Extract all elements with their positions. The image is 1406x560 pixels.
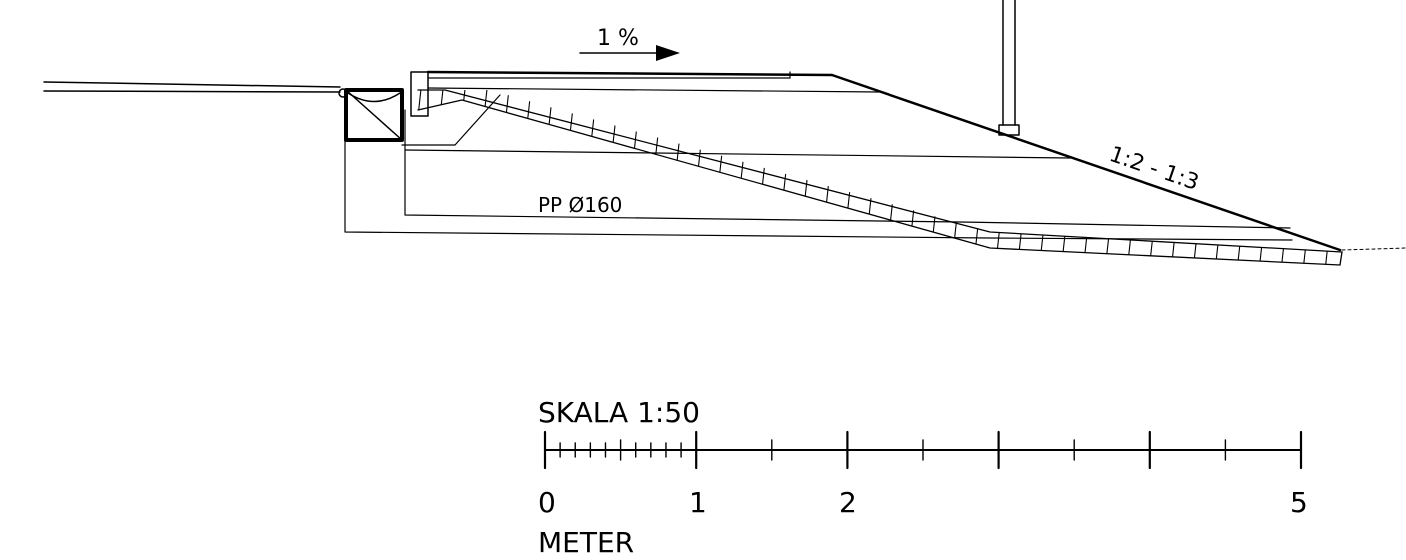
- road-surface: [426, 70, 881, 93]
- scale-tick-label-1: 1: [689, 486, 707, 519]
- existing-road-surface: [43, 81, 341, 93]
- hatch-stroke: [465, 90, 489, 265]
- hatch-stroke: [839, 90, 863, 265]
- lamp-post: [998, 0, 1020, 136]
- scale-unit: METER: [538, 526, 634, 559]
- hatch-stroke: [553, 90, 577, 265]
- existing-ground-line: [1341, 247, 1406, 251]
- hatch-stroke: [795, 90, 819, 265]
- scale-ticks: [543, 430, 1303, 470]
- hatch-stroke: [619, 90, 643, 265]
- hatch-stroke: [443, 90, 467, 265]
- hatch-stroke: [817, 90, 841, 265]
- pipe-label: PP Ø160: [538, 193, 622, 217]
- hatch-stroke: [993, 90, 1017, 265]
- hatch-stroke: [1081, 90, 1105, 265]
- hatch-stroke: [685, 90, 709, 265]
- slope-percent-label: 1 %: [597, 26, 639, 51]
- drainage-box: [338, 88, 404, 142]
- scale-tick-label-5: 5: [1290, 486, 1308, 519]
- hatch-stroke: [949, 90, 973, 265]
- hatch-stroke: [1059, 90, 1083, 265]
- hatch-stroke: [751, 90, 775, 265]
- hatch-stroke: [663, 90, 687, 265]
- hatch-stroke: [1257, 90, 1281, 265]
- hatch-stroke: [641, 90, 665, 265]
- hatch-stroke: [1213, 90, 1237, 265]
- scale-tick-label-2: 2: [839, 486, 857, 519]
- hatch-stroke: [531, 90, 555, 265]
- hatch-stroke: [905, 90, 929, 265]
- hatch-stroke: [421, 90, 445, 265]
- hatch-stroke: [597, 90, 621, 265]
- scale-tick-label-0: 0: [538, 486, 556, 519]
- hatch-stroke: [861, 90, 885, 265]
- scale-title: SKALA 1:50: [538, 396, 700, 429]
- hatch-stroke: [1103, 90, 1127, 265]
- embankment-slope-line: [830, 73, 1342, 252]
- scale-bar: SKALA 1:50 0 1 2 5 METER: [538, 396, 1308, 559]
- curb: [410, 71, 429, 117]
- embankment-slope-label: 1:2 - 1:3: [1106, 142, 1202, 196]
- hatch-stroke: [575, 90, 599, 265]
- structure-layers: [344, 94, 1293, 241]
- hatched-layer: [417, 89, 1343, 266]
- slope-arrow: [579, 45, 680, 61]
- hatch-stroke: [883, 90, 907, 265]
- hatch-stroke: [1037, 90, 1061, 265]
- hatch-stroke: [971, 90, 995, 265]
- hatch-stroke: [1235, 90, 1259, 265]
- hatch-stroke: [707, 90, 731, 265]
